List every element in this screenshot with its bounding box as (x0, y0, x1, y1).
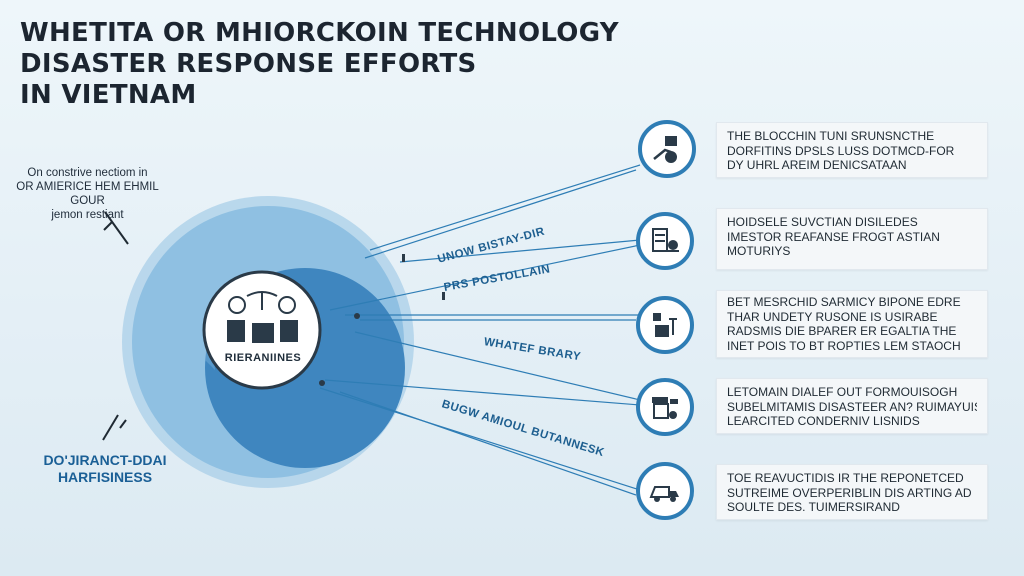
title-line-2: DISASTER RESPONSE EFFORTS (20, 49, 477, 79)
hand-cube-icon (653, 136, 677, 163)
note-bottom-left: DO'JIRANCT-DDAI HARFISINESS (10, 452, 200, 486)
card-5-line-1: TOE REAVUCTIDIS IR THE REPONETCED (727, 471, 964, 485)
note-bottom-left-line-1: DO'JIRANCT-DDAI (43, 452, 167, 468)
server-rack-icon (652, 228, 679, 252)
hub-label: RIERANIINES (224, 352, 302, 364)
card-4-line-3: LEARCITED CONDERNIV LISNIDS (727, 414, 920, 428)
note-top-left-line-1: On constrive nectiom in (27, 167, 148, 179)
line-markers (319, 254, 445, 386)
info-card-3: BET MESRCHID SARMICY BIPONE EDRE THAR UN… (716, 290, 988, 358)
truck-icon (649, 486, 679, 502)
card-4-line-1: LETOMAIN DIALEF OUT FORMOUISOGH (727, 385, 958, 399)
info-card-4: LETOMAIN DIALEF OUT FORMOUISOGH SUBELMIT… (716, 378, 988, 434)
card-5-line-2: SUTREIME OVERPERIBLIN DIS ARTING AD (727, 485, 972, 500)
card-5-icon-circle (636, 462, 694, 520)
card-2-line-1: HOIDSELE SUVCTIAN DISILEDES (727, 215, 918, 229)
card-1-line-1: THE BLOCCHIN TUNI SRUNSNCTHE (727, 129, 935, 143)
info-card-2: HOIDSELE SUVCTIAN DISILEDES IMESTOR REAF… (716, 208, 988, 270)
network-nodes-icon (653, 313, 677, 337)
card-4-icon-circle (636, 378, 694, 436)
card-1-line-2: DORFITINS DPSLS LUSS DOTMCD-FOR (727, 143, 955, 158)
page-title: WHETITA OR MHIORCKOIN TECHNOLOGY DISASTE… (20, 18, 660, 111)
info-card-5: TOE REAVUCTIDIS IR THE REPONETCED SUTREI… (716, 464, 988, 520)
note-bottom-left-line-2: HARFISINESS (57, 469, 153, 485)
note-top-left-line-2: OR AMIERICE HEM EHMIL GOUR (16, 181, 159, 207)
card-3-line-2: THAR UNDETY RUSONE IS USIRABE (727, 309, 938, 324)
card-3-line-4: INET POIS TO BT ROPTIES LEM STAOCH (727, 338, 961, 353)
card-3-line-1: BET MESRCHID SARMICY BIPONE EDRE (727, 295, 961, 309)
card-2-line-3: MOTURIYS (727, 244, 791, 258)
card-3-icon-circle (636, 296, 694, 354)
card-4-line-2: SUBELMITAMIS DISASTEER AN? RUIMAYUIS (727, 399, 977, 414)
info-card-1: THE BLOCCHIN TUNI SRUNSNCTHE DORFITINS D… (716, 122, 988, 178)
card-1-line-3: DY UHRL AREIM DENICSATAAN (727, 158, 907, 172)
card-1-icon-circle (638, 120, 696, 178)
connector-lines (319, 164, 641, 496)
card-2-icon-circle (636, 212, 694, 270)
rescue-kit-icon (652, 397, 678, 419)
card-3-line-3: RADSMIS DIE BPARER ER EGALTIA THE (727, 324, 957, 338)
card-2-line-2: IMESTOR REAFANSE FROGT ASTIAN (727, 229, 940, 244)
note-top-left-line-3: jemon restiant (51, 209, 124, 221)
note-top-left: On constrive nectiom in OR AMIERICE HEM … (0, 166, 175, 222)
title-line-3: IN VIETNAM (20, 80, 197, 110)
card-5-line-3: SOULTE DES. TUIMERSIRAND (727, 500, 900, 514)
title-line-1: WHETITA OR MHIORCKOIN TECHNOLOGY (20, 18, 619, 48)
slash-marks (102, 211, 129, 441)
hub-icons (227, 291, 298, 343)
